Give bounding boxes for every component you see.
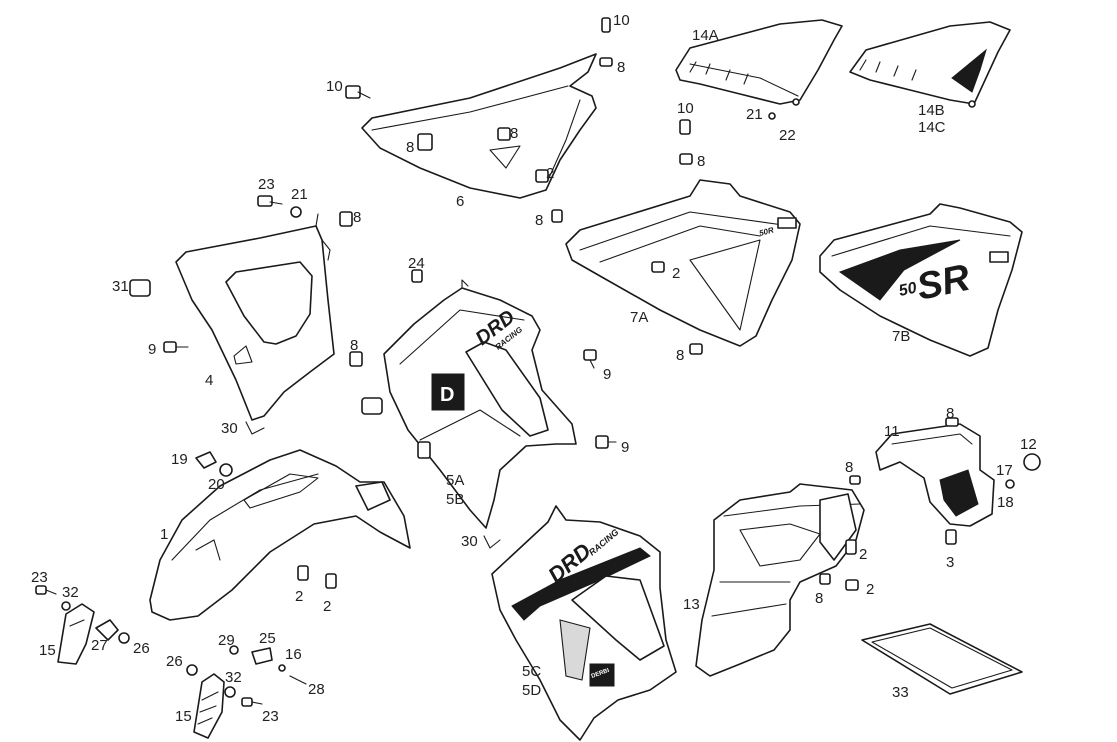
callout-label: 5C — [522, 663, 541, 680]
callout-label: 21 — [746, 106, 763, 123]
callout-labels: 10 8 14A 10 8 8 2 6 10 21 22 14B 14C 8 2… — [31, 12, 1037, 725]
callout-label: 2 — [546, 165, 554, 182]
callout-label: 20 — [208, 476, 225, 493]
callout-label: 30 — [221, 420, 238, 437]
callout-label: 23 — [262, 708, 279, 725]
callout-label: 17 — [996, 462, 1013, 479]
callout-label: 2 — [323, 598, 331, 615]
callout-label: 8 — [845, 459, 853, 476]
part-14a-seat-cowl — [675, 19, 843, 106]
callout-label: 26 — [166, 653, 183, 670]
part-7a-side-cover — [565, 179, 801, 347]
callout-label: 8 — [353, 209, 361, 226]
callout-label: 32 — [62, 584, 79, 601]
callout-label: 2 — [672, 265, 680, 282]
callout-label: 8 — [510, 125, 518, 142]
callout-label: 18 — [997, 494, 1014, 511]
callout-label: 29 — [218, 632, 235, 649]
callout-label: 31 — [112, 278, 129, 295]
callout-label: 1 — [160, 526, 168, 543]
decal-sr-50: 50 — [897, 280, 918, 300]
decal-sr-small: 50R — [758, 225, 775, 238]
part-15-footrest-upper — [57, 603, 95, 665]
callout-label: 5A — [446, 472, 464, 489]
callout-label: 33 — [892, 684, 909, 701]
callout-label: 15 — [39, 642, 56, 659]
decal-brand-b: DERBI — [991, 256, 1007, 262]
callout-label: 23 — [31, 569, 48, 586]
callout-label: 15 — [175, 708, 192, 725]
callout-label: 24 — [408, 255, 425, 272]
callout-label: 8 — [676, 347, 684, 364]
callout-label: 2 — [866, 581, 874, 598]
part-1-front-fender — [149, 449, 411, 621]
callout-label: 3 — [946, 554, 954, 571]
callout-label: 19 — [171, 451, 188, 468]
callout-label: 26 — [133, 640, 150, 657]
callout-label: 8 — [815, 590, 823, 607]
part-7b-side-cover — [819, 203, 1023, 357]
part-5c-5d-lower-side-panel — [491, 505, 677, 741]
callout-label: 23 — [258, 176, 275, 193]
callout-label: 13 — [683, 596, 700, 613]
part-14b-14c-seat-cowl — [849, 21, 1011, 108]
callout-label: 14A — [692, 27, 719, 44]
callout-label: 8 — [697, 153, 705, 170]
callout-label: 32 — [225, 669, 242, 686]
callout-label: 8 — [350, 337, 358, 354]
callout-label: 5B — [446, 491, 464, 508]
part-5a-5b-front-side-panel — [383, 279, 577, 529]
part-15-footrest-lower — [193, 673, 225, 739]
callout-label: 10 — [677, 100, 694, 117]
callout-label: 22 — [779, 127, 796, 144]
callout-label: 8 — [406, 139, 414, 156]
callout-label: 11 — [884, 423, 900, 440]
callout-label: 2 — [859, 546, 867, 563]
callout-label: 16 — [285, 646, 302, 663]
callout-label: 5D — [522, 682, 541, 699]
part-4-front-inner-panel — [175, 213, 335, 421]
part-33-document-bag — [861, 623, 1023, 695]
callout-label: 27 — [91, 637, 108, 654]
callout-label: 8 — [946, 405, 954, 422]
callout-label: 9 — [621, 439, 629, 456]
callout-label: 8 — [535, 212, 543, 229]
callout-label: 6 — [456, 193, 464, 210]
callout-label: 7B — [892, 328, 910, 345]
callout-label: 28 — [308, 681, 325, 698]
callout-label: 9 — [603, 366, 611, 383]
decal-d-badge: D — [440, 384, 454, 406]
callout-label: 4 — [205, 372, 213, 389]
callout-label: 12 — [1020, 436, 1037, 453]
callout-label: 30 — [461, 533, 478, 550]
part-11-rear-bracket — [875, 423, 995, 527]
decal-brand-a: DERBI — [779, 222, 795, 228]
callout-label: 2 — [295, 588, 303, 605]
callout-label: 7A — [630, 309, 648, 326]
hardware-fasteners — [35, 17, 1041, 707]
callout-label: 10 — [326, 78, 343, 95]
callout-label: 10 — [613, 12, 630, 29]
callout-label: 25 — [259, 630, 276, 647]
callout-label: 8 — [617, 59, 625, 76]
callout-label: 9 — [148, 341, 156, 358]
part-6-upper-side-panel — [361, 53, 597, 199]
part-13-rear-mudguard — [695, 483, 865, 677]
callout-label: 21 — [291, 186, 308, 203]
callout-label: 14B — [918, 102, 945, 119]
callout-label: 14C — [918, 119, 946, 136]
